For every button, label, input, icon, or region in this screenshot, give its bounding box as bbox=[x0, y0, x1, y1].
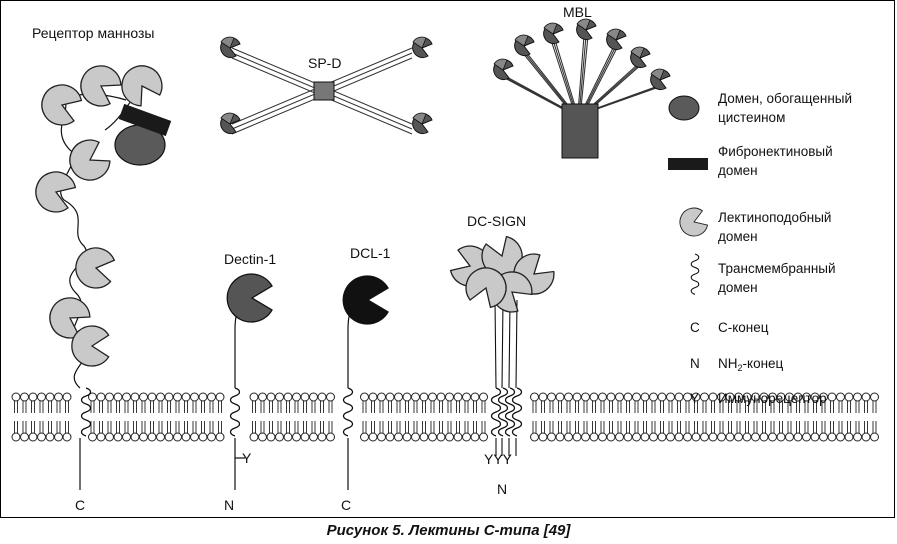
legend-tm-swatch bbox=[690, 253, 700, 295]
legend-lectin-swatch bbox=[675, 204, 711, 241]
legend-cysteine-swatch bbox=[668, 95, 700, 121]
legend: Домен, обогащенный цистеином Фибронектин… bbox=[668, 91, 852, 406]
legend-tm-line2: домен bbox=[718, 280, 758, 295]
dectin-tm-coil bbox=[229, 387, 241, 437]
dectin-immunoreceptor: Y bbox=[242, 450, 252, 466]
c-type-lectins-diagram: Рецептор маннозы SP-D MBL Dectin-1 DCL-1… bbox=[11, 4, 879, 513]
figure-caption: Рисунок 5. Лектины С-типа [49] bbox=[326, 522, 571, 539]
dc-sign-immunoreceptors: YYY bbox=[484, 451, 513, 467]
legend-lectin-line2: домен bbox=[718, 229, 758, 244]
figure-frame bbox=[0, 0, 895, 518]
dectin-1-title: Dectin-1 bbox=[224, 251, 276, 267]
fibronectin-domain bbox=[118, 103, 172, 137]
sp-d-title: SP-D bbox=[308, 55, 341, 71]
dectin-1 bbox=[226, 273, 273, 490]
dcl-1 bbox=[342, 275, 389, 490]
legend-tm-line1: Трансмембранный bbox=[718, 261, 836, 276]
mannose-tm-coil bbox=[80, 387, 92, 437]
legend-cysteine-line2: цистеином bbox=[718, 110, 785, 125]
legend-c-symbol: C bbox=[690, 320, 700, 335]
sp-d bbox=[220, 36, 433, 135]
mbl bbox=[493, 18, 671, 159]
mannose-c-terminal: C bbox=[75, 497, 85, 513]
legend-y-text: Иммунорецептор bbox=[718, 391, 827, 406]
legend-c-text: C-конец bbox=[718, 320, 769, 335]
mannose-receptor-title: Рецептор маннозы bbox=[32, 25, 154, 41]
dectin-n-terminal: N bbox=[224, 497, 234, 513]
dcl-tm-coil bbox=[342, 387, 354, 437]
legend-fibronectin-line2: домен bbox=[718, 163, 758, 178]
dc-sign bbox=[446, 232, 561, 456]
mbl-title: MBL bbox=[563, 4, 592, 20]
dcl-lectin-domain bbox=[342, 275, 389, 325]
dcl-c-terminal: C bbox=[341, 497, 351, 513]
legend-cysteine-line1: Домен, обогащенный bbox=[718, 91, 852, 106]
legend-fibronectin-swatch bbox=[668, 158, 708, 170]
legend-fibronectin-line1: Фибронектиновый bbox=[718, 144, 833, 159]
dc-sign-title: DC-SIGN bbox=[467, 213, 526, 229]
dcl-1-title: DCL-1 bbox=[350, 245, 391, 261]
legend-y-symbol: Y bbox=[690, 391, 699, 406]
legend-n-text: NH2-конец bbox=[718, 356, 784, 373]
legend-n-symbol: N bbox=[690, 356, 700, 371]
legend-lectin-line1: Лектиноподобный bbox=[718, 210, 831, 225]
mannose-receptor bbox=[29, 57, 172, 490]
dc-sign-n-terminal: N bbox=[497, 481, 507, 497]
dectin-lectin-domain bbox=[226, 273, 273, 323]
